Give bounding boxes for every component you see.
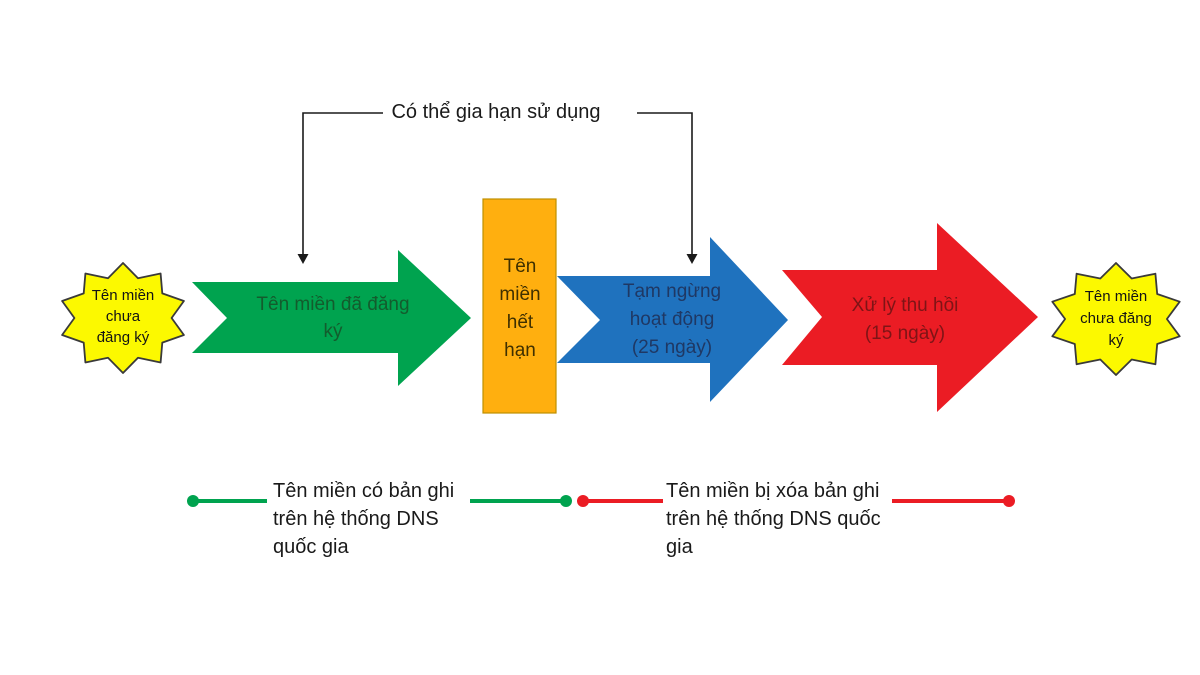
annotation-label: Có thể gia hạn sử dụng xyxy=(391,101,601,123)
legend-green-dot-start xyxy=(187,495,199,507)
end-star-label-line1: Tên miền xyxy=(1084,288,1148,305)
suspended-arrow-label-line3: (25 ngày) xyxy=(631,337,713,358)
end-star-label-line2: chưa đăng xyxy=(1080,310,1152,327)
suspended-arrow-shape xyxy=(557,237,788,402)
legend-green-label-line3: quốc gia xyxy=(273,536,349,558)
start-star-label-line3: đăng ký xyxy=(96,329,150,346)
start-star-label-line2: chưa xyxy=(105,308,141,325)
registered-arrow-label-line2: ký xyxy=(323,321,343,342)
annotation-connector-left xyxy=(302,112,383,255)
expired-box-label-line2: miền xyxy=(499,284,541,305)
arrow-down-icon-left xyxy=(297,254,309,264)
revoke-arrow-label-line2: (15 ngày) xyxy=(864,323,946,344)
expired-box-label-line1: Tên xyxy=(503,256,537,277)
start-star-label-line1: Tên miền xyxy=(91,287,155,304)
legend-red-label-line3: gia xyxy=(666,536,693,558)
suspended-arrow-label-line1: Tạm ngừng xyxy=(622,281,722,302)
legend-red-label-line2: trên hệ thống DNS quốc xyxy=(666,508,881,530)
suspended-arrow-label-line2: hoạt động xyxy=(629,309,715,330)
expired-box-shape xyxy=(482,198,557,414)
legend-red-dot-start xyxy=(577,495,589,507)
legend-green-label-line2: trên hệ thống DNS xyxy=(273,508,439,530)
annotation-connector-right xyxy=(637,112,693,255)
legend-green-dot-end xyxy=(560,495,572,507)
arrow-down-icon-right xyxy=(686,254,698,264)
legend-green-label-line1: Tên miền có bản ghi xyxy=(273,480,455,502)
end-star-label-line3: ký xyxy=(1108,332,1124,349)
expired-box-label-line4: hạn xyxy=(504,340,536,361)
expired-box-label-line3: hết xyxy=(506,312,534,333)
registered-arrow-shape xyxy=(192,250,471,386)
revoke-arrow-label-line1: Xử lý thu hồi xyxy=(851,295,959,316)
revoke-arrow-shape xyxy=(782,223,1038,412)
legend-red-label-line1: Tên miền bị xóa bản ghi xyxy=(666,480,880,502)
legend-red-dot-end xyxy=(1003,495,1015,507)
start-star-shape xyxy=(61,262,185,374)
end-star-shape xyxy=(1051,262,1181,376)
registered-arrow-label-line1: Tên miền đã đăng xyxy=(256,294,410,315)
